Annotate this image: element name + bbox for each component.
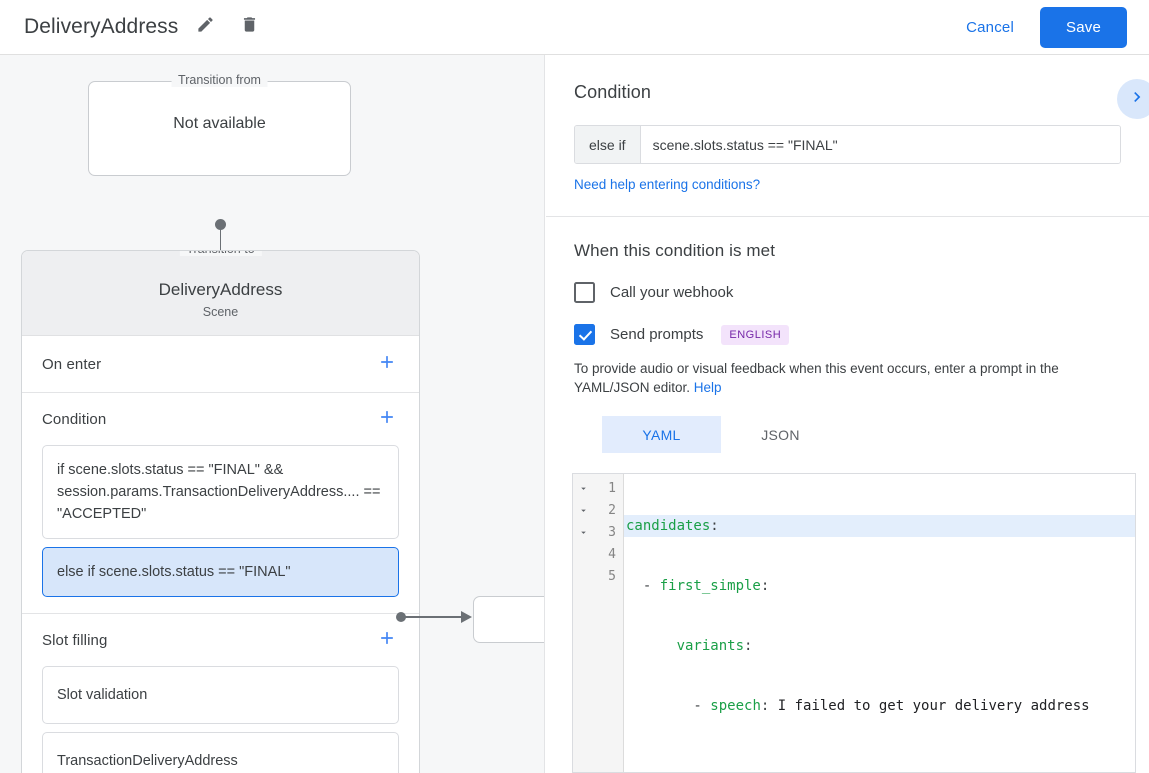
code-line[interactable] <box>624 755 1135 772</box>
prompt-help-link[interactable]: Help <box>693 380 722 395</box>
add-slot-filling-button[interactable] <box>375 628 399 652</box>
send-prompts-checkbox[interactable] <box>574 324 595 345</box>
section-on-enter: On enter <box>22 336 419 393</box>
save-button[interactable]: Save <box>1040 6 1127 48</box>
prompt-help-sentence: To provide audio or visual feedback when… <box>574 361 1059 395</box>
app-header: DeliveryAddress Cancel Save <box>0 0 1149 55</box>
tab-yaml[interactable]: YAML <box>602 416 721 453</box>
scene-header: Transition to DeliveryAddress Scene <box>22 251 419 336</box>
condition-heading: Condition <box>574 82 651 102</box>
section-condition: Condition if scene.slots.status == "FINA… <box>22 393 419 614</box>
connector-dot <box>396 612 406 622</box>
call-webhook-label: Call your webhook <box>610 284 734 301</box>
code-key: variants <box>676 638 745 654</box>
condition-item[interactable]: if scene.slots.status == "FINAL" && sess… <box>42 445 399 539</box>
section-title-on-enter: On enter <box>42 355 102 373</box>
code-colon: : <box>744 638 753 654</box>
edit-name-button[interactable] <box>188 10 222 44</box>
plus-icon <box>377 352 397 377</box>
gutter-row: 3 <box>573 521 623 543</box>
editor-code-area[interactable]: candidates: - first_simple: variants: - … <box>624 474 1135 772</box>
section-header: Slot filling <box>42 614 399 666</box>
tab-json[interactable]: JSON <box>761 426 800 443</box>
connector-arrow-icon <box>461 611 472 623</box>
editor-gutter: 1 2 3 4 5 <box>573 474 624 772</box>
code-indent: - <box>626 698 711 714</box>
webhook-row: Call your webhook <box>574 282 1121 303</box>
fold-arrow-icon[interactable] <box>573 483 593 494</box>
section-header: Condition <box>42 393 399 445</box>
code-line[interactable]: candidates: <box>624 515 1135 537</box>
code-indent <box>626 638 677 654</box>
fold-arrow-icon[interactable] <box>573 505 593 516</box>
code-indent: - <box>626 578 660 594</box>
code-colon: : <box>710 518 719 534</box>
transition-to-legend: Transition to <box>179 251 262 256</box>
code-key: first_simple <box>659 578 761 594</box>
send-prompts-row: Send prompts ENGLISH <box>574 324 1121 345</box>
prompt-help-text: To provide audio or visual feedback when… <box>574 359 1121 397</box>
line-number: 1 <box>608 480 616 496</box>
chevron-right-icon <box>1127 87 1147 112</box>
transition-from-card[interactable]: Transition from Not available <box>88 73 351 176</box>
gutter-row: 2 <box>573 499 623 521</box>
send-prompts-label: Send prompts <box>610 326 704 343</box>
condition-expression-input[interactable]: scene.slots.status == "FINAL" <box>640 126 1120 163</box>
section-title-slot-filling: Slot filling <box>42 631 108 649</box>
transition-to-card[interactable]: Transition to DeliveryAddress Scene On e… <box>21 250 420 773</box>
line-number: 3 <box>608 524 616 540</box>
section-header: On enter <box>42 336 399 392</box>
gutter-row: 4 <box>573 543 623 565</box>
language-badge: ENGLISH <box>721 324 790 345</box>
scene-name: DeliveryAddress <box>158 280 283 299</box>
code-key: candidates <box>626 518 711 534</box>
scene-graph-canvas[interactable]: Transition from Not available Transition… <box>0 55 545 773</box>
connector-line <box>405 616 463 618</box>
slot-filling-item[interactable]: TransactionDeliveryAddress <box>42 732 399 773</box>
transition-from-legend: Transition from <box>171 73 268 87</box>
code-value: I failed to get your delivery address <box>777 698 1090 714</box>
editor-format-tabs: YAML JSON <box>602 416 1121 453</box>
condition-help-link[interactable]: Need help entering conditions? <box>574 177 761 192</box>
slot-filling-item[interactable]: Slot validation <box>42 666 399 724</box>
line-number: 2 <box>608 502 616 518</box>
code-key: speech <box>710 698 761 714</box>
line-number: 4 <box>608 546 616 562</box>
connector-line <box>219 223 221 261</box>
plus-icon <box>377 407 397 432</box>
gutter-row: 1 <box>573 477 623 499</box>
code-line[interactable]: - first_simple: <box>624 575 1135 597</box>
condition-details-panel: Condition else if scene.slots.status == … <box>546 55 1149 773</box>
add-condition-button[interactable] <box>375 407 399 431</box>
yaml-code-editor[interactable]: 1 2 3 4 5 ca <box>572 473 1136 773</box>
scene-type: Scene <box>202 305 239 319</box>
page-title: DeliveryAddress <box>24 15 179 38</box>
line-number: 5 <box>608 568 616 584</box>
code-colon: : <box>760 578 770 594</box>
expand-panel-button[interactable] <box>1117 79 1149 119</box>
trash-icon <box>240 15 259 39</box>
code-colon: : <box>760 698 778 714</box>
cancel-button[interactable]: Cancel <box>952 11 1028 44</box>
condition-item-selected[interactable]: else if scene.slots.status == "FINAL" <box>42 547 399 597</box>
add-on-enter-button[interactable] <box>375 352 399 376</box>
target-node-card[interactable] <box>473 596 544 643</box>
condition-block: Condition else if scene.slots.status == … <box>546 55 1149 217</box>
delete-button[interactable] <box>232 10 266 44</box>
code-line[interactable]: variants: <box>624 635 1135 657</box>
transition-from-value: Not available <box>173 115 266 132</box>
condition-operator-label: else if <box>575 126 641 163</box>
gutter-row: 5 <box>573 565 623 587</box>
when-condition-met-block: When this condition is met Call your web… <box>546 217 1149 453</box>
plus-icon <box>377 628 397 653</box>
section-slot-filling: Slot filling Slot validation Transaction… <box>22 614 419 773</box>
call-webhook-checkbox[interactable] <box>574 282 595 303</box>
fold-arrow-icon[interactable] <box>573 527 593 538</box>
condition-input-row[interactable]: else if scene.slots.status == "FINAL" <box>574 125 1121 164</box>
section-title-condition: Condition <box>42 410 107 428</box>
when-condition-met-heading: When this condition is met <box>574 241 776 260</box>
code-line[interactable]: - speech: I failed to get your delivery … <box>624 695 1135 717</box>
pencil-icon <box>196 15 215 39</box>
